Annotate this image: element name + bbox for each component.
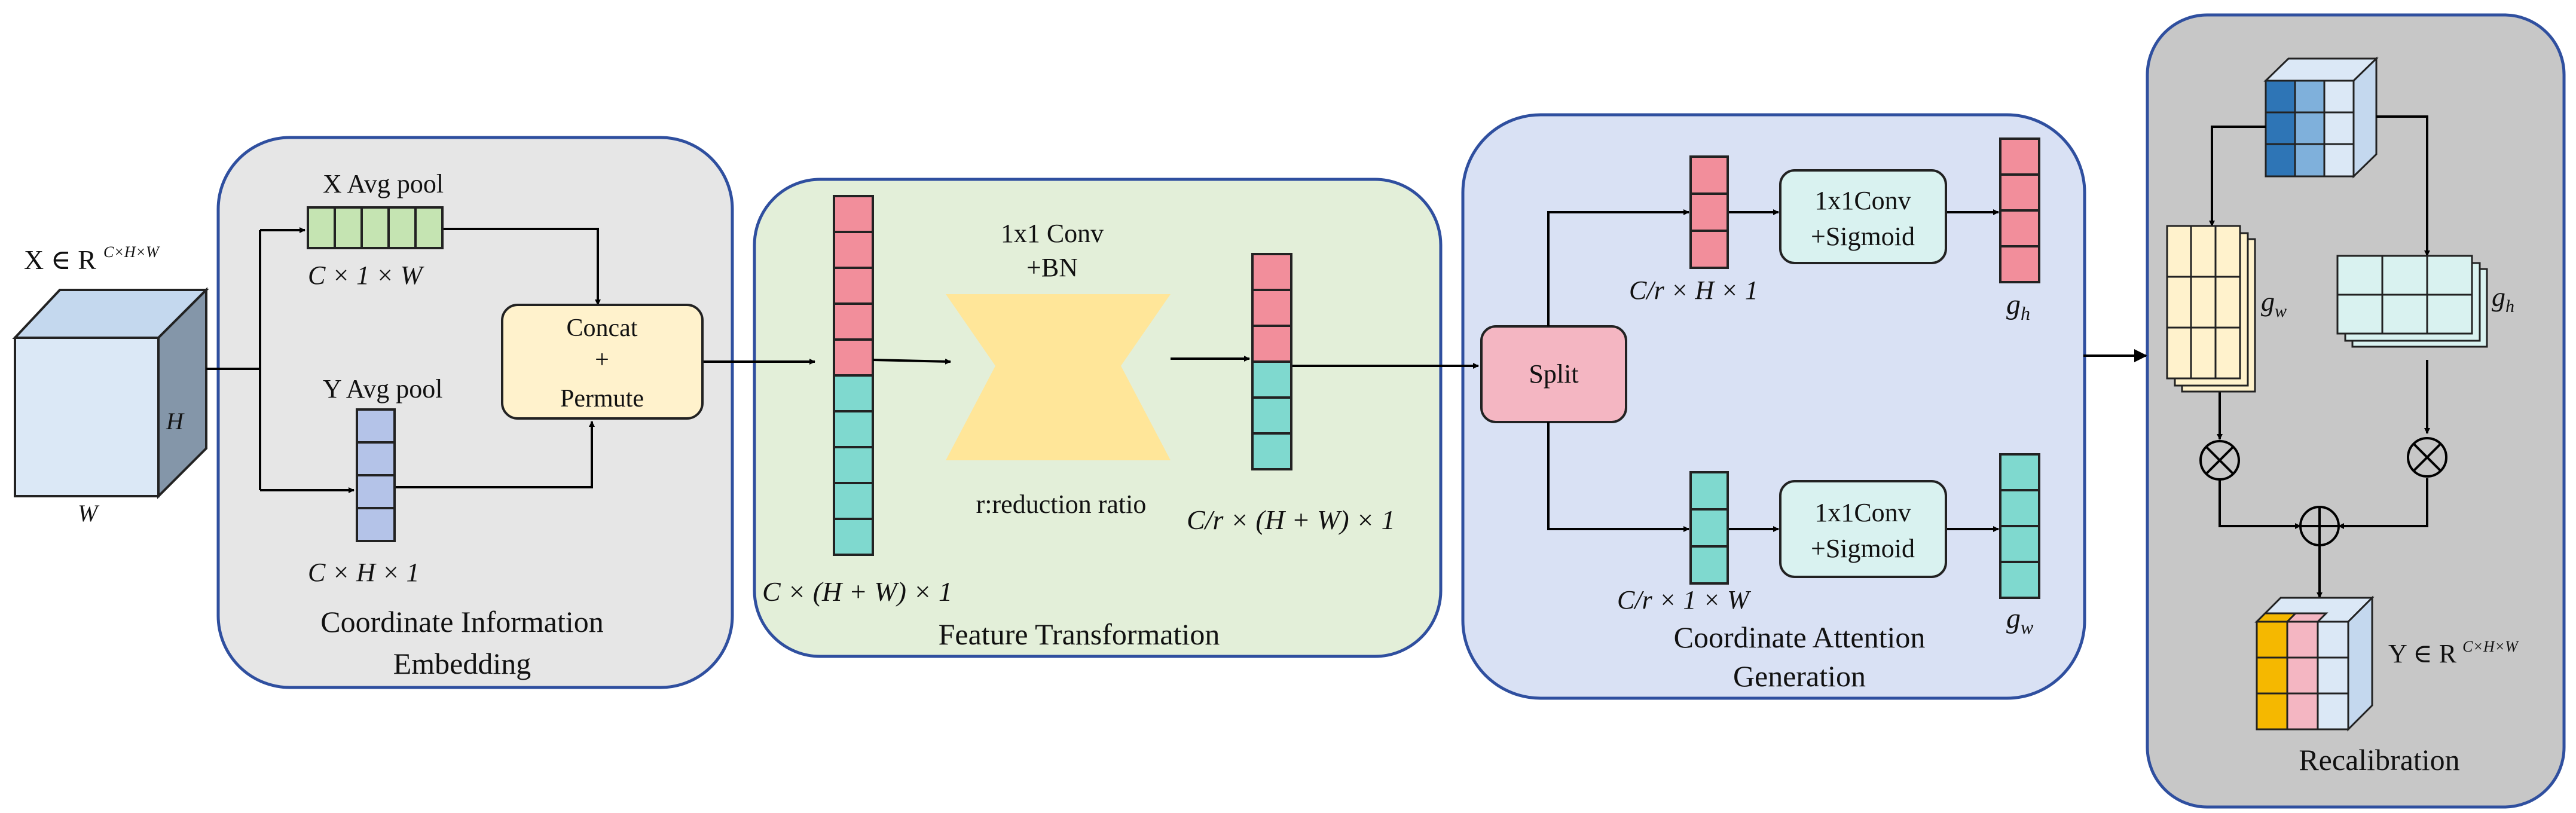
concat-line2: + (595, 346, 609, 374)
y-avg-pool-vector (356, 408, 396, 542)
conv-top-line2: +Sigmoid (1811, 222, 1915, 251)
conv-top-line1: 1x1Conv (1814, 186, 1911, 215)
concat-permute-box (501, 304, 704, 420)
w-attention-vector (1689, 471, 1729, 585)
gh-weight-map (2336, 255, 2488, 348)
split-box (1480, 325, 1627, 423)
conv-bottom-line1: 1x1Conv (1814, 498, 1911, 527)
conv-line1: 1x1 Conv (1001, 219, 1104, 248)
h-attention-vector (1689, 155, 1729, 269)
gh-label: gh (2006, 289, 2030, 324)
reduction-note: r:reduction ratio (976, 490, 1147, 519)
panel-embedding (216, 136, 734, 689)
multiply-op-right (2407, 437, 2447, 478)
add-op (2299, 506, 2340, 546)
multiply-op-left (2199, 440, 2240, 481)
recalibration-title: Recalibration (2299, 743, 2459, 777)
recal-gh-label: gh (2492, 282, 2514, 316)
input-dim-w: W (78, 500, 100, 527)
reduced-vector-shape: C/r × (H + W) × 1 (1187, 505, 1395, 535)
input-dim-h: H (166, 408, 185, 435)
x-pool-label: X Avg pool (323, 169, 444, 198)
conv-sigmoid-top (1779, 169, 1947, 264)
gw-weight-map (2166, 225, 2256, 393)
conv-sigmoid-bottom (1779, 480, 1947, 578)
conv-bn-bottleneck (946, 294, 1171, 460)
panel-recalibration (2146, 13, 2566, 809)
x-pool-shape: C × 1 × W (308, 261, 424, 290)
recalibration-input-cube (2263, 56, 2379, 179)
w-vector-shape: C/r × 1 × W (1617, 585, 1751, 615)
x-avg-pool-vector (307, 206, 444, 249)
recal-gw-label: gw (2261, 286, 2287, 321)
y-pool-label: Y Avg pool (323, 374, 442, 404)
transform-title: Feature Transformation (939, 618, 1220, 651)
concat-line3: Permute (560, 385, 644, 412)
y-pool-shape: C × H × 1 (308, 558, 420, 587)
attention-title-line2: Generation (1733, 659, 1866, 693)
concat-feature-vector (833, 195, 874, 556)
split-label: Split (1529, 359, 1578, 389)
concat-vector-shape: C × (H + W) × 1 (762, 576, 952, 607)
attention-connectors (1547, 209, 1999, 532)
gh-vector (1999, 137, 2040, 283)
conv-line2: +BN (1026, 253, 1078, 282)
conv-bottom-line2: +Sigmoid (1811, 534, 1915, 563)
recalibration-connectors (2209, 115, 2430, 598)
embedding-connectors (206, 227, 815, 493)
embedding-title-line2: Embedding (393, 647, 531, 680)
reduced-feature-vector (1251, 253, 1292, 470)
input-tensor-cube (12, 287, 209, 499)
embedding-title-line1: Coordinate Information (320, 605, 604, 638)
h-vector-shape: C/r × H × 1 (1629, 276, 1758, 305)
gw-vector (1999, 453, 2040, 599)
attention-title-line1: Coordinate Attention (1674, 621, 1926, 654)
transform-connectors (872, 356, 1479, 369)
recalibrated-output-cube (2254, 595, 2375, 732)
concat-line1: Concat (567, 314, 638, 342)
gw-label: gw (2006, 603, 2034, 638)
